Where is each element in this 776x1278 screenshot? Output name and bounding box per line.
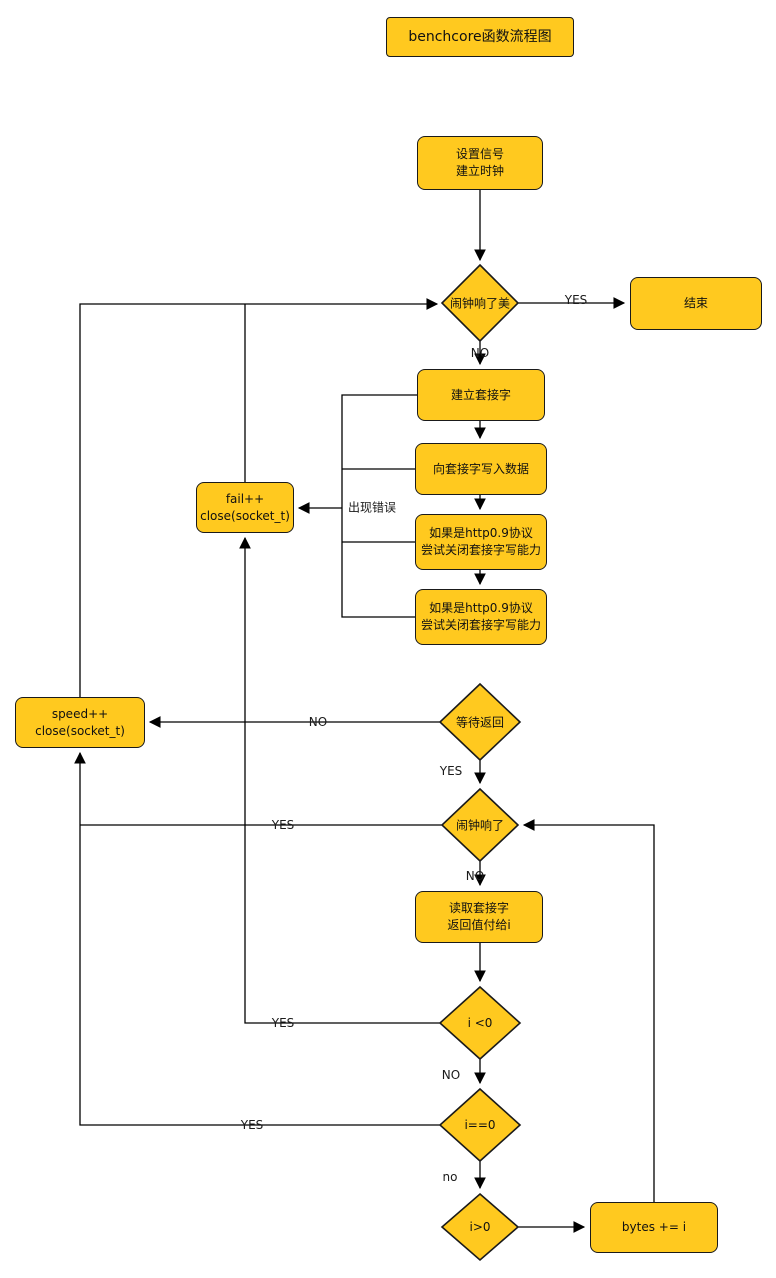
edge-label-ilt0-yes: YES — [271, 1016, 295, 1030]
edge-label-alarm2-no: NO — [465, 869, 485, 883]
node-speed-close: speed++ close(socket_t) — [15, 697, 145, 748]
decision-i-gt-0-label: i>0 — [469, 1220, 491, 1234]
edge-label-ieq0-no: no — [442, 1170, 458, 1184]
decision-i-eq-0-label: i==0 — [464, 1118, 496, 1132]
decision-wait-return-shape — [438, 682, 522, 762]
decision-alarm1-label: 闹钟响了美 — [449, 296, 511, 311]
edge-label-error: 出现错误 — [347, 500, 397, 515]
decision-i-eq-0-shape — [438, 1087, 522, 1163]
node-http09-close-a: 如果是http0.9协议 尝试关闭套接字写能力 — [415, 514, 547, 570]
flowchart-title: benchcore函数流程图 — [386, 17, 574, 57]
decision-i-lt-0-shape — [438, 985, 522, 1061]
node-write-socket: 向套接字写入数据 — [415, 443, 547, 495]
edge-ieq0-yes-to-speed — [74, 751, 440, 1126]
decision-alarm2-label: 闹钟响了 — [455, 818, 505, 833]
edge-label-wait-yes: YES — [439, 764, 463, 778]
edge-label-alarm2-yes: YES — [271, 818, 295, 832]
decision-wait-return-label: 等待返回 — [455, 715, 505, 730]
edge-label-ilt0-no: NO — [441, 1068, 461, 1082]
decision-i-gt-0-shape — [440, 1192, 520, 1262]
edge-error-bracket — [341, 394, 417, 618]
node-create-socket: 建立套接字 — [417, 369, 545, 421]
node-fail-close: fail++ close(socket_t) — [196, 482, 294, 533]
decision-i-lt-0-label: i <0 — [467, 1016, 493, 1030]
edge-label-alarm1-yes: YES — [564, 293, 588, 307]
decision-alarm2-shape — [440, 787, 520, 863]
edge-label-wait-no: NO — [308, 715, 328, 729]
decision-alarm1-shape — [440, 263, 520, 343]
node-read-socket: 读取套接字 返回值付给i — [415, 891, 543, 943]
edge-bytes-to-alarm2 — [522, 819, 655, 1202]
node-http09-close-b: 如果是http0.9协议 尝试关闭套接字写能力 — [415, 589, 547, 645]
edge-label-alarm1-no: NO — [470, 346, 490, 360]
edge-ilt0-yes-to-fail — [239, 536, 440, 1024]
node-start: 设置信号 建立时钟 — [417, 136, 543, 190]
node-end: 结束 — [630, 277, 762, 330]
edge-label-ieq0-yes: YES — [240, 1118, 264, 1132]
edge-speed-to-alarm1 — [79, 298, 439, 697]
node-bytes-add: bytes += i — [590, 1202, 718, 1253]
